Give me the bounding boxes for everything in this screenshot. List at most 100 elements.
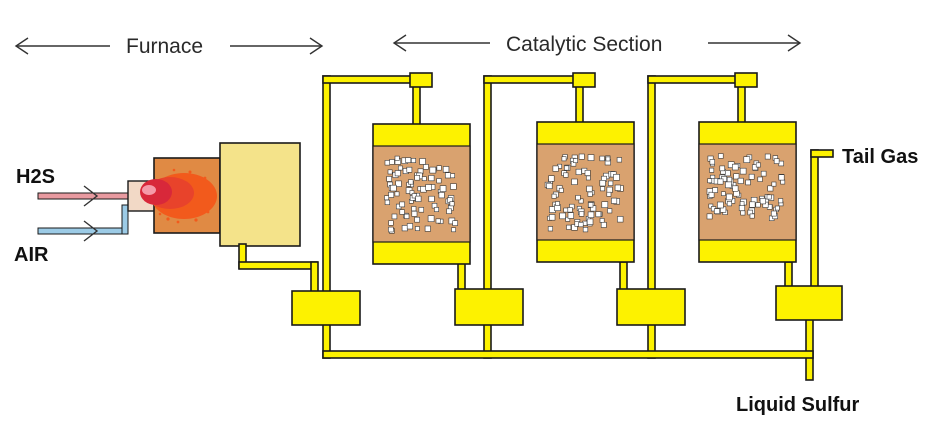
catalyst-pellet xyxy=(718,153,724,159)
catalyst-pellet xyxy=(587,154,595,161)
catalyst-pellet xyxy=(599,218,605,223)
catalyst-pellet xyxy=(546,182,553,189)
catalyst-pellet xyxy=(436,178,442,184)
catalyst-pellet xyxy=(442,166,450,173)
catalyst-pellet xyxy=(749,201,756,208)
catalyst-pellet xyxy=(436,165,442,171)
catalyst-pellet xyxy=(726,201,733,207)
catalyst-pellet xyxy=(419,158,426,165)
catalyst-pellet xyxy=(421,176,427,182)
catalyst-pellet xyxy=(721,191,726,196)
catalyst-pellet xyxy=(406,166,413,173)
catalyst-pellet xyxy=(394,191,400,197)
catalyst-pellet xyxy=(595,211,602,218)
catalyst-pellet xyxy=(587,211,595,218)
feed-lines xyxy=(37,185,135,242)
catalyst-pellet xyxy=(552,165,559,172)
riser-2 xyxy=(483,75,492,293)
catalyst-pellet xyxy=(411,193,417,199)
catalyst-pellet xyxy=(743,156,751,163)
catalytic-section-header: Catalytic Section xyxy=(392,33,802,56)
catalyst-pellet xyxy=(394,155,400,161)
reactor-1-inlet-cap xyxy=(409,72,433,88)
catalyst-pellet xyxy=(578,198,584,204)
sulfur-condenser-4 xyxy=(775,285,843,321)
catalyst-pellet xyxy=(771,181,777,187)
catalyst-pellet xyxy=(605,156,611,162)
header-3 xyxy=(647,75,743,84)
catalyst-pellet xyxy=(452,220,458,226)
catalyst-pellet xyxy=(599,155,605,162)
h2s-label: H2S xyxy=(16,166,55,188)
flame-icon xyxy=(140,168,217,224)
catalyst-pellet xyxy=(584,170,591,176)
catalyst-pellet xyxy=(388,226,394,233)
catalyst-pellet xyxy=(766,194,772,200)
catalyst-pellet xyxy=(401,225,408,232)
catalyst-pellet xyxy=(725,181,732,189)
catalyst-pellet xyxy=(423,164,429,170)
catalyst-pellet xyxy=(389,159,395,165)
catalyst-pellet xyxy=(733,173,740,180)
catalyst-pellet xyxy=(600,186,606,192)
catalyst-pellet xyxy=(587,202,594,208)
boiler-outlet-pipe-drop xyxy=(310,261,319,293)
riser-3 xyxy=(647,75,656,293)
catalyst-pellet xyxy=(606,191,612,197)
catalyst-pellets-icon xyxy=(544,153,624,233)
catalyst-pellet xyxy=(438,192,445,199)
catalyst-pellet xyxy=(551,193,557,199)
catalyst-pellet xyxy=(617,216,624,223)
catalyst-pellet xyxy=(575,195,581,201)
catalyst-pellet xyxy=(386,176,393,182)
header-1 xyxy=(322,75,420,84)
catalyst-pellet xyxy=(388,220,394,226)
catalyst-pellet xyxy=(434,207,439,212)
catalyst-pellet xyxy=(399,201,405,208)
catalyst-pellet xyxy=(778,198,784,204)
catalyst-pellet xyxy=(578,211,585,217)
catalyst-pellet xyxy=(384,160,390,166)
catalyst-pellet xyxy=(451,227,456,233)
liquid-sulfur-label: Liquid Sulfur xyxy=(736,394,860,416)
catalyst-pellet xyxy=(397,165,403,171)
catalyst-pellet xyxy=(586,218,594,225)
catalyst-pellet xyxy=(616,157,622,163)
catalyst-pellet xyxy=(406,223,414,230)
catalyst-pellet xyxy=(745,179,751,186)
catalyst-pellet xyxy=(563,207,569,213)
sulfur-condenser-2 xyxy=(454,288,524,326)
reactor-3-inlet-cap xyxy=(734,72,758,88)
tail-gas-label: Tail Gas xyxy=(842,146,918,168)
catalyst-pellet xyxy=(548,175,555,182)
catalyst-pellet xyxy=(732,185,739,192)
catalyst-pellet xyxy=(390,184,397,192)
catalyst-pellet xyxy=(450,173,455,179)
catalyst-pellet xyxy=(726,176,733,183)
catalyst-pellet xyxy=(395,180,402,187)
reactor-3-outlet xyxy=(784,261,793,289)
sulfur-header xyxy=(322,350,814,359)
catalyst-pellet xyxy=(547,226,554,232)
catalyst-pellet xyxy=(391,213,398,220)
catalyst-pellet xyxy=(607,208,613,214)
catalyst-pellet xyxy=(599,180,606,187)
catalyst-pellet xyxy=(578,153,585,160)
catalyst-pellet xyxy=(399,209,405,215)
reactor-2-inlet-cap xyxy=(572,72,596,88)
furnace xyxy=(127,142,301,247)
catalyst-pellet xyxy=(411,206,417,212)
riser-1 xyxy=(322,75,331,293)
catalyst-pellet xyxy=(418,207,424,213)
catalyst-pellet xyxy=(384,195,389,201)
catalyst-pellet xyxy=(450,183,457,190)
header-2 xyxy=(483,75,581,84)
catalyst-pellet xyxy=(567,207,573,213)
catalyst-pellet xyxy=(563,172,569,178)
catalyst-pellet xyxy=(427,215,435,222)
catalyst-pellet xyxy=(706,213,713,220)
catalyst-pellet xyxy=(738,204,746,211)
catalyst-pellet xyxy=(708,203,714,209)
catalyst-pellet xyxy=(708,191,715,198)
catalyst-pellet xyxy=(424,225,431,232)
